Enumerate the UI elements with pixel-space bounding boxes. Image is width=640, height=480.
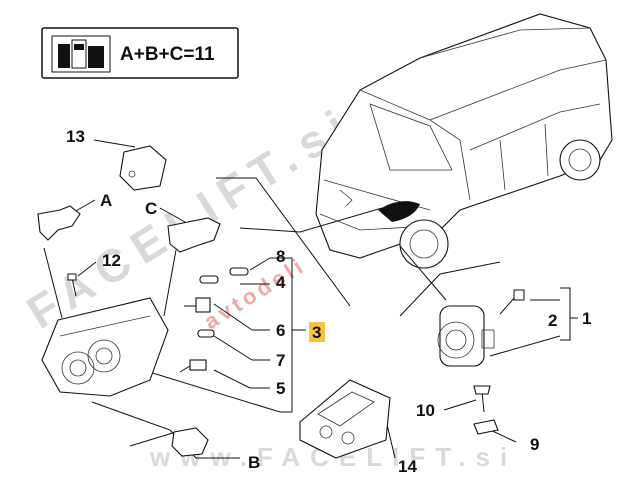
formula-text: A+B+C=11 (120, 44, 215, 65)
label-1: 1 (582, 309, 591, 328)
part-4-bulb (199, 275, 219, 284)
part-7-bulb (197, 329, 215, 338)
label-3: 3 (312, 323, 321, 342)
part-c-bracket (167, 217, 221, 253)
label-6: 6 (276, 321, 285, 340)
label-C: C (145, 199, 157, 218)
label-A: A (100, 191, 112, 210)
part-b-bracket (171, 427, 209, 457)
highlighted-headlamp-area (378, 201, 420, 222)
part-13-cap (119, 145, 167, 191)
part-12-screw (67, 273, 77, 297)
label-2: 2 (548, 311, 557, 330)
part-2-screw (499, 289, 525, 315)
highlight-part-3 (309, 322, 325, 342)
part-9-clip (473, 419, 499, 435)
formula-box: A+B+C=11 (41, 27, 239, 79)
leader-lines (43, 139, 578, 459)
callout-labels: 13 A C 12 8 4 6 3 7 5 B 14 2 1 10 9 (66, 127, 591, 476)
label-10: 10 (416, 401, 435, 420)
part-6-holder (184, 297, 211, 313)
label-9: 9 (530, 435, 539, 454)
label-14: 14 (398, 457, 417, 476)
part-10-screw (473, 385, 491, 413)
label-13: 13 (66, 127, 85, 146)
label-5: 5 (276, 379, 285, 398)
part-5-socket (179, 359, 207, 373)
label-8: 8 (276, 247, 285, 266)
headlamp-assembly (41, 297, 169, 397)
label-12: 12 (102, 251, 121, 270)
part-a-bracket (37, 205, 81, 241)
part-1-fog-lamp (437, 305, 495, 367)
label-B: B (248, 453, 260, 472)
part-8-bulb (229, 267, 249, 276)
part-14-bulb-kit (299, 379, 391, 459)
label-4: 4 (276, 273, 286, 292)
label-7: 7 (276, 351, 285, 370)
parts (37, 145, 525, 459)
watermark-red: avtodeli (199, 252, 310, 334)
vehicle-illustration (315, 13, 613, 269)
kit-parts-icon (51, 35, 111, 73)
